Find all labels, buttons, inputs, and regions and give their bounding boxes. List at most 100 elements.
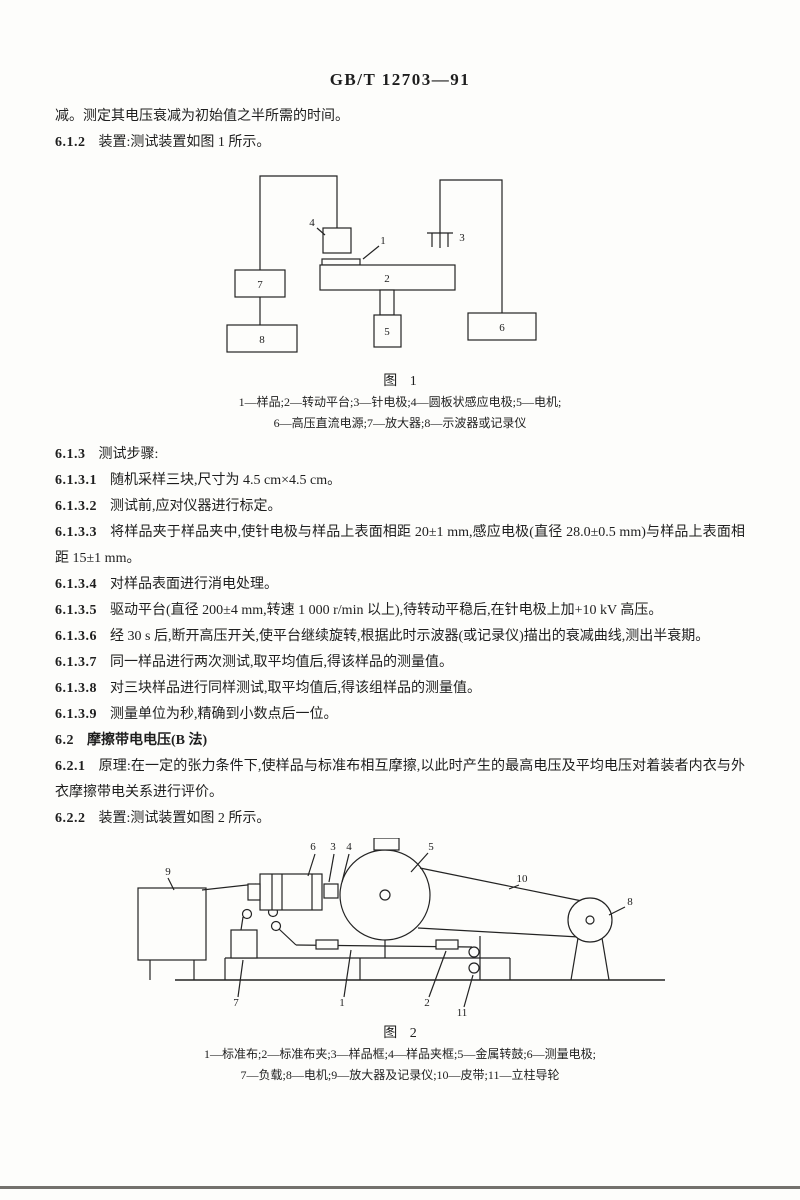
- leader-induction-electrode: [316, 227, 326, 236]
- figure-2-caption: 图 2: [383, 1026, 417, 1041]
- clause-number: 6.1.3.4: [55, 577, 97, 592]
- clause-6-1-3-1: 6.1.3.1 随机采样三块,尺寸为 4.5 cm×4.5 cm。: [55, 468, 745, 494]
- wire-amplifier-to-induction-electrode: [259, 175, 338, 270]
- clause-number: 6.2.2: [55, 811, 86, 826]
- clause-number: 6.2: [55, 733, 74, 748]
- amplifier-recorder-box: [137, 887, 207, 961]
- induction-electrode-box: [322, 227, 352, 254]
- guide-wheel: [241, 908, 253, 920]
- figure2-label-belt: 10: [517, 873, 529, 885]
- leader-cloth: [343, 949, 352, 998]
- figure-1-legend-line-1: 1—样品;2—转动平台;3—针电极;4—圆板状感应电极;5—电机;: [238, 395, 562, 409]
- figure2-label-cloth: 1: [339, 997, 345, 1009]
- leader-column-wheel: [463, 974, 474, 1008]
- figure1-label-hv-supply: 6: [499, 322, 505, 334]
- figure-2-legend-line-2: 7—负载;8—电机;9—放大器及记录仪;10—皮带;11—立柱导轮: [240, 1068, 560, 1082]
- column-guide-wheel: [468, 946, 480, 958]
- clause-number: 6.1.3.8: [55, 681, 97, 696]
- figure1-label-platform: 2: [384, 273, 390, 285]
- figure-2-legend-line-1: 1—标准布;2—标准布夹;3—样品框;4—样品夹框;5—金属转鼓;6—测量电极;: [203, 1047, 596, 1061]
- drum-axle: [379, 889, 391, 901]
- figure2-label-column-wheel: 11: [457, 1007, 468, 1018]
- sample-clamp-frame: [323, 883, 339, 899]
- clause-text: 原理:在一定的张力条件下,使样品与标准布相互摩擦,以此时产生的最高电压及平均电压…: [55, 759, 745, 800]
- figure1-label-needle-electrode: 3: [459, 232, 465, 244]
- clause-text: 将样品夹于样品夹中,使针电极与样品上表面相距 20±1 mm,感应电极(直径 2…: [55, 525, 745, 566]
- rotating-platform-box: [319, 264, 456, 291]
- belt-top: [419, 867, 583, 902]
- belt-bottom: [417, 927, 580, 938]
- sample-strip: [321, 258, 361, 266]
- clause-number: 6.1.3.1: [55, 473, 97, 488]
- clause-text: 测量单位为秒,精确到小数点后一位。: [110, 707, 338, 722]
- figure2-label-measuring-electrode: 6: [310, 841, 316, 853]
- clause-text: 随机采样三块,尺寸为 4.5 cm×4.5 cm。: [110, 473, 342, 488]
- leader-measuring-electrode: [307, 853, 316, 877]
- clause-text: 驱动平台(直径 200±4 mm,转速 1 000 r/min 以上),待转动平…: [110, 603, 663, 618]
- electrode-cable: [201, 883, 257, 891]
- clause-number: 6.1.3.5: [55, 603, 97, 618]
- clause-text: 测试步骤:: [98, 447, 159, 462]
- figure-2: 6 3 4 5 9 10 8 7 1 2 11 图 2 1—标准布;2—标准布夹…: [55, 838, 745, 1086]
- leader-cloth-clamp: [428, 950, 447, 998]
- clause-number: 6.1.3.3: [55, 525, 97, 540]
- clause-6-1-3-6: 6.1.3.6 经 30 s 后,断开高压开关,使平台继续旋转,根据此时示波器(或…: [55, 624, 745, 650]
- leader-sample-clamp-frame: [341, 853, 350, 883]
- clause-number: 6.2.1: [55, 759, 86, 774]
- motor-stand: [570, 937, 610, 981]
- clause-6-1-3-2: 6.1.3.2 测试前,应对仪器进行标定。: [55, 494, 745, 520]
- figure2-label-recorder: 9: [165, 866, 171, 878]
- clause-6-1-3-5: 6.1.3.5 驱动平台(直径 200±4 mm,转速 1 000 r/min 以…: [55, 598, 745, 624]
- figure1-label-motor: 5: [384, 326, 390, 338]
- clause-6-1-3-9: 6.1.3.9 测量单位为秒,精确到小数点后一位。: [55, 702, 745, 728]
- wire-hv-supply-to-needle-electrode: [439, 179, 503, 313]
- figure2-label-motor: 8: [627, 896, 633, 908]
- leader-motor: [608, 906, 626, 916]
- clause-6-1-3-8: 6.1.3.8 对三块样品进行同样测试,取平均值后,得该组样品的测量值。: [55, 676, 745, 702]
- leader-sample-frame: [328, 853, 335, 883]
- column-guide-wheel: [468, 962, 480, 974]
- cloth-clamp: [315, 939, 339, 950]
- motor-box: [373, 314, 402, 348]
- standard-number-header: GB/T 12703—91: [329, 70, 471, 89]
- load-weight-box: [230, 929, 258, 959]
- load-cord: [240, 916, 244, 931]
- clause-number: 6.1.3.6: [55, 629, 97, 644]
- clause-number: 6.1.3.9: [55, 707, 97, 722]
- drum-top-fixture: [373, 838, 400, 851]
- figure1-wiring: [259, 175, 503, 325]
- figure2-label-sample-frame: 3: [330, 841, 336, 853]
- cloth-lead-line: [278, 928, 297, 946]
- clause-text: 减。测定其电压衰减为初始值之半所需的时间。: [55, 109, 349, 124]
- clause-text: 测试前,应对仪器进行标定。: [110, 499, 282, 514]
- clause-text: 装置:测试装置如图 1 所示。: [98, 135, 271, 150]
- cloth-clamp: [435, 939, 459, 950]
- clause-text: 经 30 s 后,断开高压开关,使平台继续旋转,根据此时示波器(或记录仪)描出的…: [110, 629, 710, 644]
- figure2-label-load: 7: [233, 997, 239, 1009]
- clause-text: 对三块样品进行同样测试,取平均值后,得该组样品的测量值。: [110, 681, 481, 696]
- leader-belt: [508, 884, 520, 890]
- motor-axle: [585, 915, 595, 925]
- figure1-label-recorder: 8: [259, 334, 265, 346]
- figure2-label-drum: 5: [428, 841, 434, 853]
- leader-load: [237, 959, 244, 998]
- bench-stand: [224, 957, 511, 980]
- clause-number: 6.1.3.2: [55, 499, 97, 514]
- hv-dc-supply-box: [467, 312, 537, 341]
- amplifier-box: [234, 269, 286, 298]
- figure2-label-cloth-clamp: 2: [424, 997, 430, 1009]
- figure2-leader-lines: [167, 852, 626, 1008]
- clause-number: 6.1.3.7: [55, 655, 97, 670]
- figure2-label-sample-clamp-frame: 4: [346, 841, 352, 853]
- leader-sample: [362, 245, 380, 260]
- guide-wheel: [270, 920, 282, 932]
- leader-recorder: [167, 877, 175, 891]
